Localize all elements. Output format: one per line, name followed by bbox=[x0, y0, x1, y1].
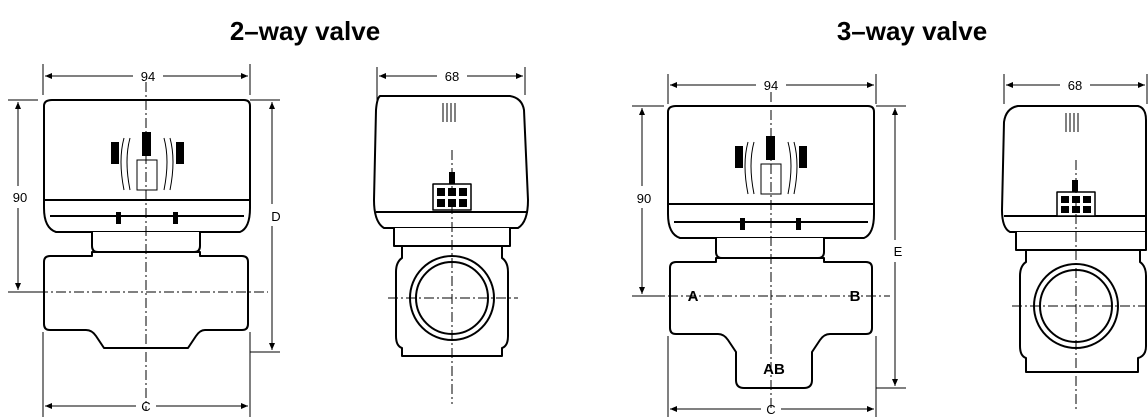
three-way-valve-title: 3–way valve bbox=[837, 16, 987, 46]
three-way-side-width-label: 68 bbox=[1068, 78, 1082, 93]
three-way-front-height-label: 90 bbox=[637, 191, 651, 206]
three-way-port-a-label: A bbox=[688, 288, 699, 305]
two-way-side-view: 68 D bbox=[250, 67, 529, 404]
three-way-front-view: 94 90 E A B AB bbox=[632, 74, 906, 417]
two-way-front-view: 94 90 C bbox=[8, 64, 268, 417]
two-way-side-height-label: D bbox=[271, 209, 280, 224]
three-way-side-view: 68 bbox=[1001, 74, 1148, 410]
three-way-port-ab-label: AB bbox=[763, 361, 785, 378]
three-way-port-b-label: B bbox=[850, 288, 861, 305]
three-way-front-bottom-label: C bbox=[766, 402, 775, 417]
two-way-front-height-label: 90 bbox=[13, 190, 27, 205]
three-way-front-width-label: 94 bbox=[764, 78, 778, 93]
two-way-side-width-label: 68 bbox=[445, 69, 459, 84]
two-way-front-bottom-label: C bbox=[141, 399, 150, 414]
two-way-valve-title: 2–way valve bbox=[230, 16, 380, 46]
three-way-front-total-height-label: E bbox=[894, 244, 903, 259]
two-way-front-width-label: 94 bbox=[141, 69, 155, 84]
